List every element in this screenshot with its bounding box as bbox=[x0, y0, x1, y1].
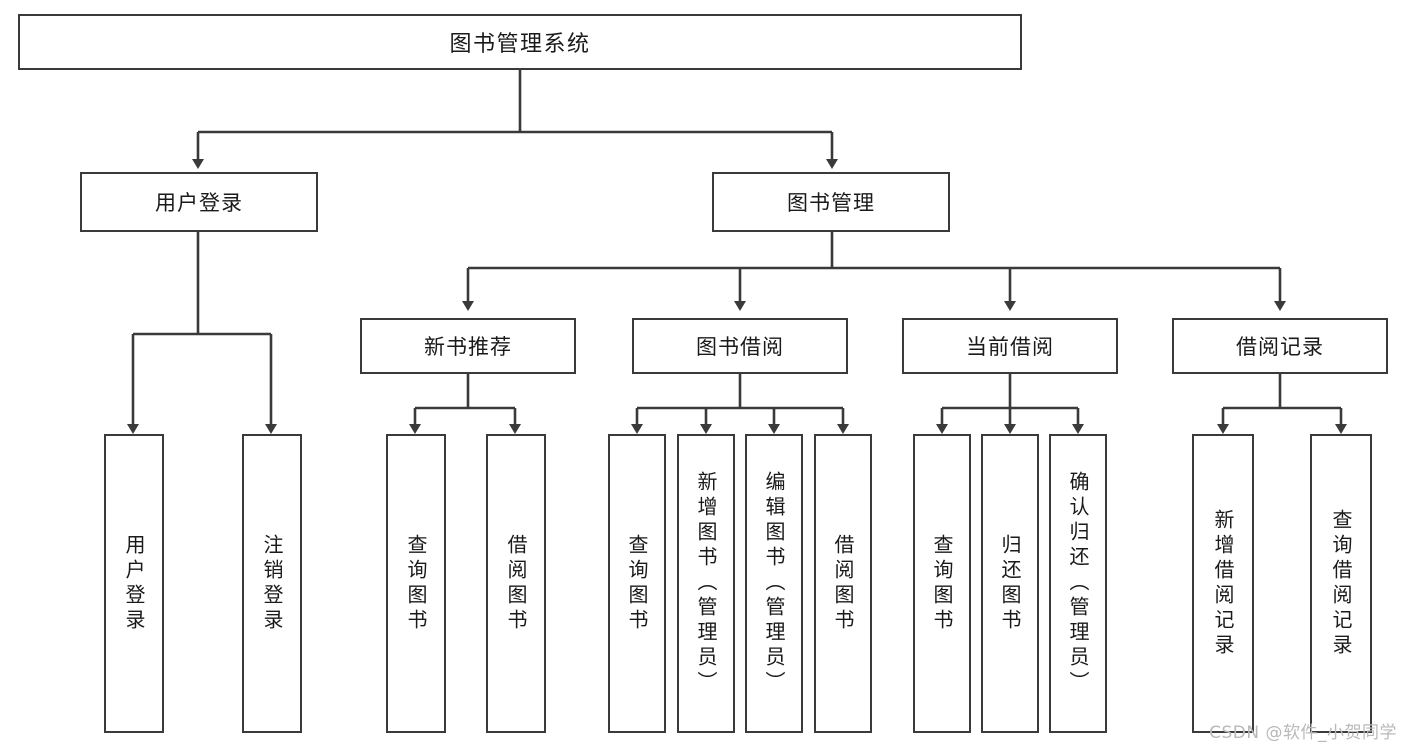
leaf-query-borrow-record[interactable]: 查询借阅记录 bbox=[1310, 434, 1372, 733]
node-book-borrow[interactable]: 图书借阅 bbox=[632, 318, 848, 374]
node-label: 图书借阅 bbox=[696, 335, 784, 359]
node-book-management[interactable]: 图书管理 bbox=[712, 172, 950, 232]
node-label: 用户登录 bbox=[122, 533, 146, 634]
node-label: 借阅记录 bbox=[1236, 335, 1324, 359]
leaf-add-book-admin[interactable]: 新增图书（管理员） bbox=[677, 434, 735, 733]
leaf-query-book-borrow[interactable]: 查询图书 bbox=[608, 434, 666, 733]
leaf-confirm-return-admin[interactable]: 确认归还（管理员） bbox=[1049, 434, 1107, 733]
node-label: 图书管理 bbox=[787, 191, 875, 215]
node-book-management-system[interactable]: 图书管理系统 bbox=[18, 14, 1022, 70]
node-label: 归还图书 bbox=[998, 533, 1022, 634]
node-label: 查询图书 bbox=[404, 533, 428, 634]
node-current-borrow[interactable]: 当前借阅 bbox=[902, 318, 1118, 374]
node-label: 查询借阅记录 bbox=[1329, 508, 1353, 659]
node-user-login[interactable]: 用户登录 bbox=[80, 172, 318, 232]
leaf-borrow-book-recommend[interactable]: 借阅图书 bbox=[486, 434, 546, 733]
node-borrow-record[interactable]: 借阅记录 bbox=[1172, 318, 1388, 374]
csdn-watermark: CSDN @软件_小贺同学 bbox=[1209, 723, 1397, 743]
leaf-query-book-current[interactable]: 查询图书 bbox=[913, 434, 971, 733]
node-label: 用户登录 bbox=[155, 191, 243, 215]
node-label: 借阅图书 bbox=[831, 533, 855, 634]
node-label: 编辑图书（管理员） bbox=[762, 471, 786, 696]
node-label: 新增图书（管理员） bbox=[694, 471, 718, 696]
leaf-edit-book-admin[interactable]: 编辑图书（管理员） bbox=[745, 434, 803, 733]
node-label: 图书管理系统 bbox=[449, 32, 591, 57]
node-label: 注销登录 bbox=[260, 533, 284, 634]
node-label: 新书推荐 bbox=[424, 335, 512, 359]
leaf-user-login[interactable]: 用户登录 bbox=[104, 434, 164, 733]
node-new-book-recommend[interactable]: 新书推荐 bbox=[360, 318, 576, 374]
node-label: 查询图书 bbox=[930, 533, 954, 634]
node-label: 确认归还（管理员） bbox=[1066, 471, 1090, 696]
node-label: 当前借阅 bbox=[966, 335, 1054, 359]
leaf-logout-login[interactable]: 注销登录 bbox=[242, 434, 302, 733]
node-label: 借阅图书 bbox=[504, 533, 528, 634]
leaf-query-book-recommend[interactable]: 查询图书 bbox=[386, 434, 446, 733]
node-label: 新增借阅记录 bbox=[1211, 508, 1235, 659]
leaf-return-book[interactable]: 归还图书 bbox=[981, 434, 1039, 733]
node-label: 查询图书 bbox=[625, 533, 649, 634]
leaf-add-borrow-record[interactable]: 新增借阅记录 bbox=[1192, 434, 1254, 733]
leaf-borrow-book[interactable]: 借阅图书 bbox=[814, 434, 872, 733]
